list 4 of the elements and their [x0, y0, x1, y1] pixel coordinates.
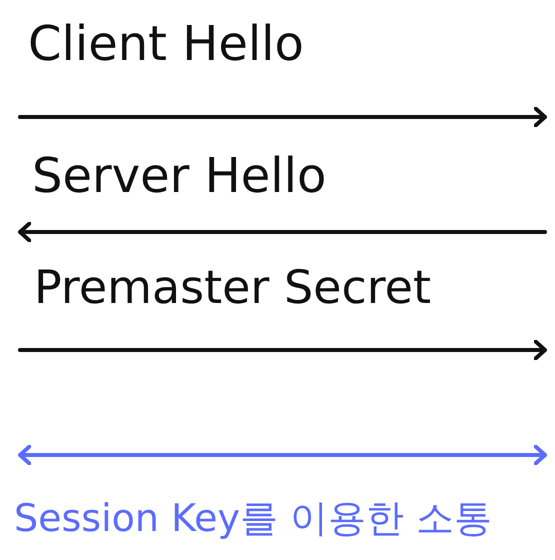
message-label: Session Key를 이용한 소통 [14, 498, 492, 540]
message-label: Premaster Secret [34, 262, 431, 313]
message-label: Server Hello [32, 150, 326, 203]
message-label: Client Hello [28, 18, 304, 71]
